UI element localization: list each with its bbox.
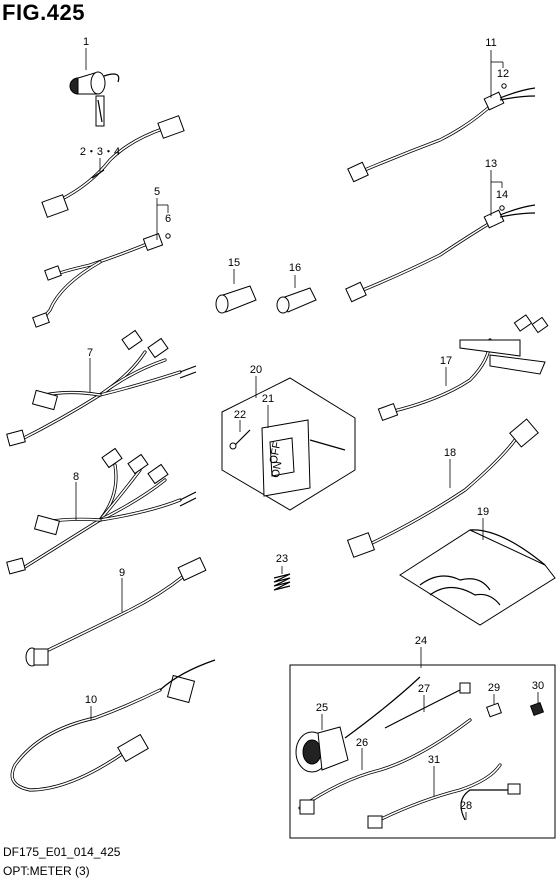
callout-24: 24 [415,635,427,647]
callout-17: 17 [440,355,452,367]
callout-27: 27 [418,683,430,695]
part-9-cable [25,556,207,667]
callout-23: 23 [276,553,288,565]
part-15-connector [215,285,257,314]
callout-20: 20 [250,364,262,376]
part-5-harness [32,232,171,328]
part-17-harness [377,314,549,422]
callout-31: 31 [428,754,440,766]
callout-18: 18 [444,447,456,459]
part-10-cable [10,659,216,792]
part-18-cable [346,418,539,558]
part-22-screw [229,429,251,450]
part-20-switch-kit [221,377,356,511]
part-2-3-4-harness [41,115,185,218]
part-19-bag [399,529,556,626]
callout-28: 28 [460,800,472,812]
part-7-harness [6,329,197,447]
callout-19: 19 [477,506,489,518]
callout-1: 1 [83,36,89,48]
callout-21: 21 [262,393,274,405]
part-11-harness [347,83,536,183]
callout-29: 29 [488,682,500,694]
callout-5: 5 [154,186,160,198]
switch-off-label: OFF [268,441,284,465]
callout-2-3-4: 2・3・4 [80,146,120,158]
part-23-spring [273,573,291,591]
figure-title: FIG.425 [2,0,85,25]
callout-7: 7 [87,347,93,359]
callout-25: 25 [316,702,328,714]
part-16-connector [276,287,317,314]
part-1-cap [69,71,120,127]
switch-on-label: ON [270,460,285,478]
part-13-harness [345,204,536,303]
diagram-code: DF175_E01_014_425 [3,845,121,859]
callout-13: 13 [485,158,497,170]
callout-8: 8 [73,471,79,483]
callout-22: 22 [234,409,246,421]
diagram-caption: OPT:METER (3) [3,864,90,878]
part-21-switch: OFF ON [261,419,346,497]
part-8-harness [6,447,197,575]
part-24-kit [289,664,556,839]
callout-14: 14 [496,189,508,201]
callout-15: 15 [228,257,240,269]
callout-26: 26 [356,737,368,749]
callout-16: 16 [289,262,301,274]
callout-12: 12 [497,68,509,80]
callout-6: 6 [165,213,171,225]
callout-30: 30 [532,680,544,692]
callout-9: 9 [119,567,125,579]
callout-10: 10 [85,694,97,706]
callout-11: 11 [485,37,496,49]
